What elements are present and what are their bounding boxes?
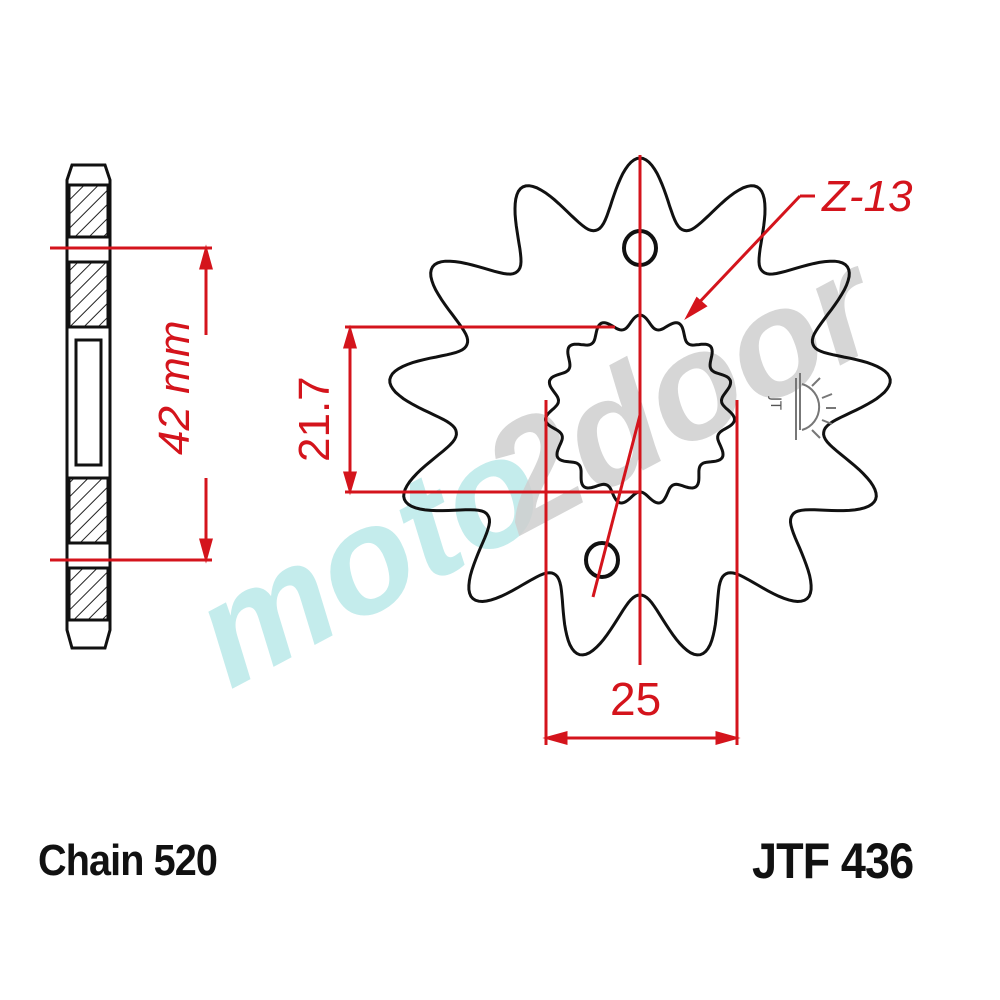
svg-text:2door: 2door bbox=[455, 216, 911, 565]
watermark: moto 2door bbox=[166, 216, 911, 718]
dimension-42mm bbox=[50, 244, 213, 564]
side-profile bbox=[65, 163, 112, 650]
svg-text:JT: JT bbox=[767, 396, 783, 410]
part-number-label: JTF 436 bbox=[752, 833, 914, 889]
dimension-spline-label: 21.7 bbox=[290, 376, 339, 462]
dimension-42mm-label: 42 mm bbox=[150, 320, 199, 455]
manufacturer-logo-icon: JT bbox=[767, 373, 836, 440]
dimension-width-label: 25 bbox=[610, 673, 662, 725]
chain-size-label: Chain 520 bbox=[38, 836, 218, 885]
teeth-count-label: Z-13 bbox=[822, 172, 913, 221]
dimension-lines bbox=[342, 155, 815, 745]
